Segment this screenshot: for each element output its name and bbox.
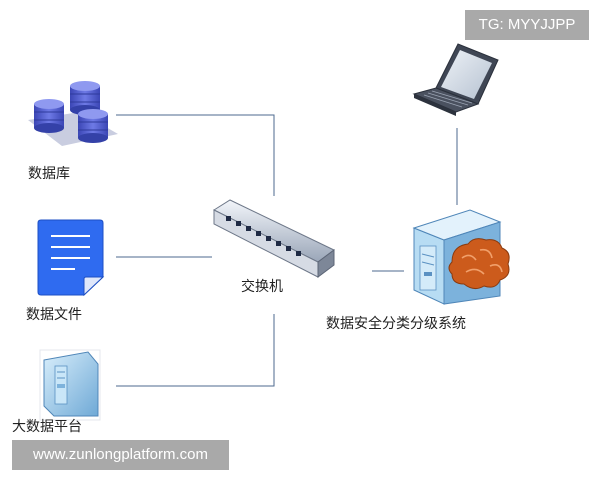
brain-icon	[448, 238, 510, 290]
line-database-switch	[116, 114, 275, 196]
switch-icon	[212, 199, 335, 278]
watermark-tag: TG: MYYJJPP	[465, 10, 589, 40]
database-icon	[28, 81, 118, 146]
laptop-icon	[412, 43, 499, 116]
database-cylinder-3	[78, 109, 108, 143]
database-cylinder-1	[34, 99, 64, 133]
document-icon	[37, 219, 105, 297]
database-label: 数据库	[28, 166, 70, 182]
watermark-url: www.zunlongplatform.com	[12, 440, 229, 470]
classification-system-label: 数据安全分类分级系统	[326, 316, 466, 332]
data-file-label: 数据文件	[26, 307, 82, 323]
switch-label: 交换机	[241, 279, 283, 295]
big-data-platform-label: 大数据平台	[12, 419, 82, 435]
line-platform-switch	[116, 314, 275, 387]
server-icon	[39, 349, 101, 421]
connection-lines	[116, 114, 458, 387]
